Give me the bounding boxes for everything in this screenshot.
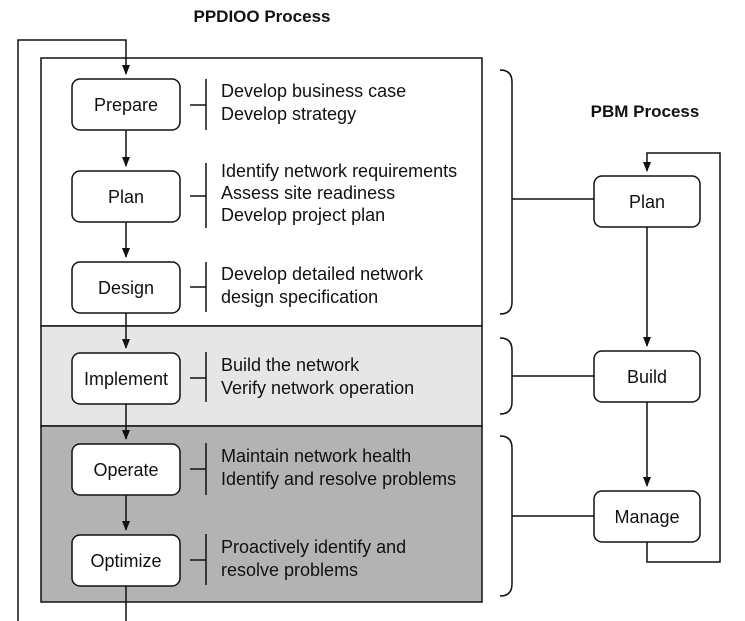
- ppdioo-title: PPDIOO Process: [193, 7, 330, 26]
- description-line: Build the network: [221, 355, 360, 375]
- stage-implement: Implement: [71, 352, 181, 405]
- description-line: resolve problems: [221, 560, 358, 580]
- stage-plan: Plan: [71, 170, 181, 223]
- description-line: Identify and resolve problems: [221, 469, 456, 489]
- description-line: Proactively identify and: [221, 537, 406, 557]
- operate-descriptions: Maintain network health Identify and res…: [221, 446, 456, 489]
- description-line: Develop strategy: [221, 104, 356, 124]
- plan-bracket: [499, 69, 594, 315]
- stage-operate: Operate: [71, 443, 181, 496]
- stage-prepare: Prepare: [71, 78, 181, 131]
- plan-descriptions: Identify network requirements Assess sit…: [221, 161, 457, 225]
- description-line: design specification: [221, 287, 378, 307]
- description-brackets: [190, 79, 207, 585]
- description-line: Assess site readiness: [221, 183, 395, 203]
- pbm-build: Build: [593, 350, 701, 403]
- pbm-plan-label: Plan: [629, 192, 665, 212]
- pbm-manage-label: Manage: [614, 507, 679, 527]
- description-line: Develop detailed network: [221, 264, 424, 284]
- stage-operate-label: Operate: [93, 460, 158, 480]
- stage-plan-label: Plan: [108, 187, 144, 207]
- implement-descriptions: Build the network Verify network operati…: [221, 355, 414, 398]
- description-line: Maintain network health: [221, 446, 411, 466]
- description-line: Identify network requirements: [221, 161, 457, 181]
- prepare-descriptions: Develop business case Develop strategy: [221, 81, 406, 124]
- pbm-build-label: Build: [627, 367, 667, 387]
- ppdioo-loop-line: [17, 39, 130, 621]
- description-line: Develop business case: [221, 81, 406, 101]
- build-bracket: [499, 337, 594, 415]
- stage-design: Design: [71, 261, 181, 314]
- pbm-title: PBM Process: [591, 102, 700, 121]
- pbm-plan: Plan: [593, 175, 701, 228]
- stage-implement-label: Implement: [84, 369, 168, 389]
- manage-bracket: [499, 435, 594, 597]
- description-line: Verify network operation: [221, 378, 414, 398]
- pbm-manage: Manage: [593, 490, 701, 543]
- stage-optimize-label: Optimize: [90, 551, 161, 571]
- stage-prepare-label: Prepare: [94, 95, 158, 115]
- description-line: Develop project plan: [221, 205, 385, 225]
- stage-design-label: Design: [98, 278, 154, 298]
- design-descriptions: Develop detailed network design specific…: [221, 264, 424, 307]
- stage-optimize: Optimize: [71, 534, 181, 587]
- optimize-descriptions: Proactively identify and resolve problem…: [221, 537, 406, 580]
- pbm-loop-line: [643, 152, 721, 563]
